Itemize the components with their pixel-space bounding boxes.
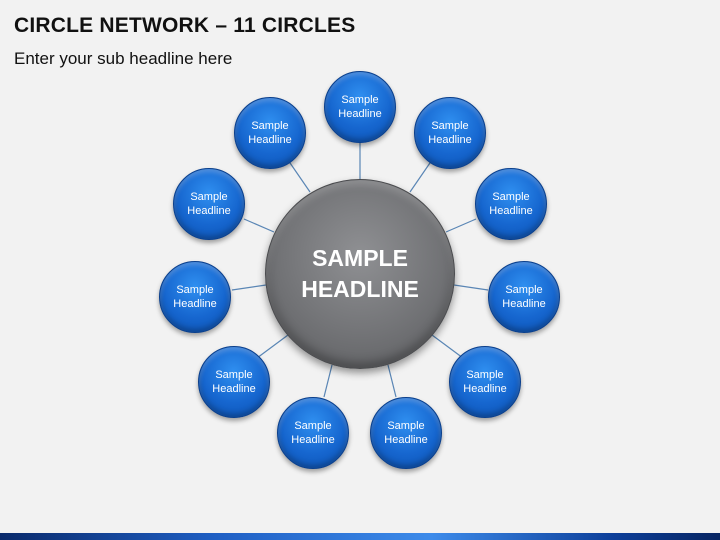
- outer-circle-11: Sample Headline: [234, 97, 306, 169]
- page-subtitle: Enter your sub headline here: [14, 49, 233, 68]
- outer-circle-10: Sample Headline: [173, 168, 245, 240]
- footer-accent-bar: [0, 533, 720, 540]
- outer-circle-6: Sample Headline: [370, 397, 442, 469]
- outer-circle-2: Sample Headline: [414, 97, 486, 169]
- central-headline-circle: SAMPLE HEADLINE: [265, 179, 455, 369]
- connector-line: [287, 159, 311, 193]
- connector-line: [431, 334, 464, 359]
- connector-line: [445, 218, 477, 233]
- outer-circle-3: Sample Headline: [475, 168, 547, 240]
- outer-circle-8: Sample Headline: [198, 346, 270, 418]
- connector-line: [323, 364, 333, 398]
- outer-circle-4: Sample Headline: [488, 261, 560, 333]
- outer-circle-5: Sample Headline: [449, 346, 521, 418]
- page-title: CIRCLE NETWORK – 11 CIRCLES: [14, 14, 356, 37]
- connector-line: [243, 218, 275, 233]
- connector-line: [409, 159, 433, 193]
- connector-line: [453, 284, 489, 291]
- outer-circle-9: Sample Headline: [159, 261, 231, 333]
- connector-line: [387, 364, 397, 398]
- connector-line: [256, 334, 289, 359]
- outer-circle-1: Sample Headline: [324, 71, 396, 143]
- outer-circle-7: Sample Headline: [277, 397, 349, 469]
- connector-line: [231, 284, 267, 291]
